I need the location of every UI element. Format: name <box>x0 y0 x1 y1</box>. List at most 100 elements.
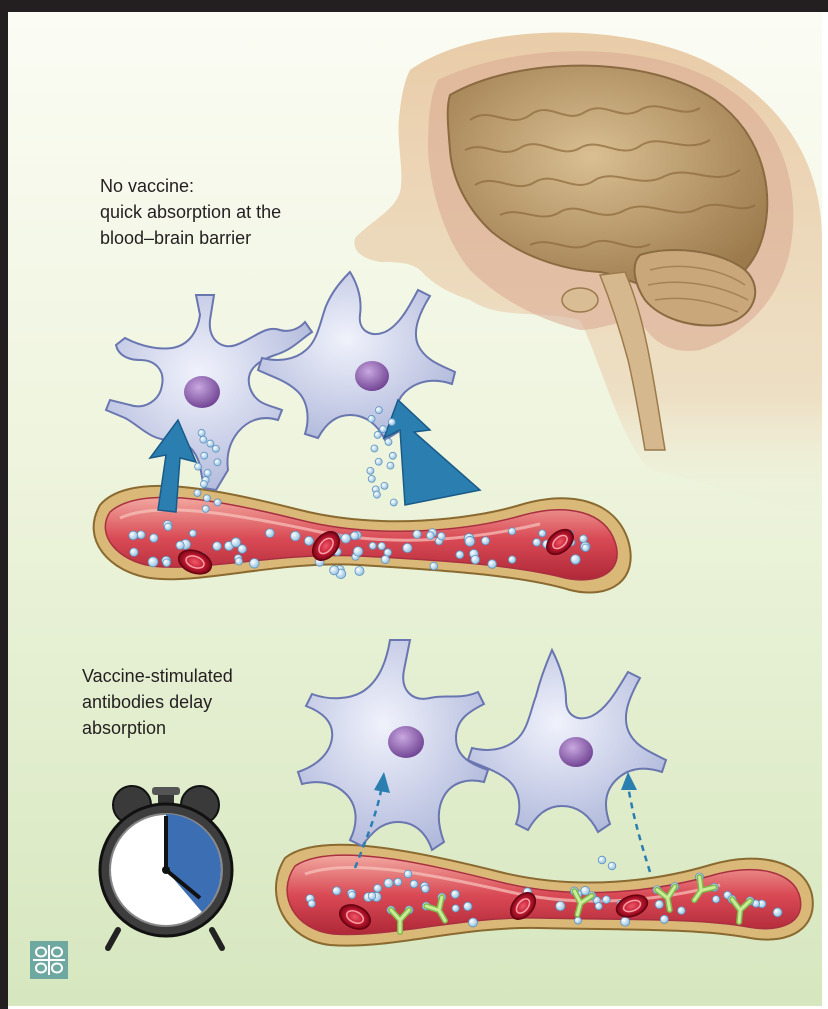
drug-particle <box>204 470 211 477</box>
drug-particle <box>451 890 459 898</box>
drug-particle <box>465 536 475 546</box>
drug-particle <box>378 542 385 549</box>
publisher-logo-icon <box>30 941 68 979</box>
drug-particle <box>348 891 355 898</box>
drug-particle <box>712 896 719 903</box>
drug-particle <box>214 499 221 506</box>
drug-particle <box>369 542 376 549</box>
drug-particle <box>469 918 478 927</box>
drug-particle <box>164 523 172 531</box>
drug-particle <box>539 530 546 537</box>
drug-particle <box>387 462 394 469</box>
drug-particle <box>235 558 242 565</box>
drug-particle <box>602 896 610 904</box>
drug-particle <box>189 530 196 537</box>
drug-particle <box>163 559 171 567</box>
drug-particle <box>212 445 219 452</box>
drug-particle <box>508 556 515 563</box>
drug-particle <box>355 566 364 575</box>
drug-particle <box>655 900 663 908</box>
drug-particle <box>200 436 207 443</box>
drug-particle <box>330 566 339 575</box>
drug-particle <box>580 535 588 543</box>
drug-particle <box>595 903 602 910</box>
drug-particle <box>201 452 208 459</box>
drug-particle <box>660 915 668 923</box>
drug-particle <box>371 445 378 452</box>
drug-particle <box>203 495 210 502</box>
drug-particle <box>608 862 616 870</box>
drug-particle <box>508 528 515 535</box>
drug-particle <box>200 481 207 488</box>
nucleus <box>559 737 593 767</box>
drug-particle <box>333 887 341 895</box>
drug-particle <box>207 440 214 447</box>
drug-particle <box>148 557 158 567</box>
drug-particle <box>571 555 581 565</box>
left-frame-line <box>0 0 8 1009</box>
drug-particle <box>464 902 472 910</box>
drug-particle <box>308 900 315 907</box>
drug-particle <box>481 537 489 545</box>
drug-particle <box>375 407 382 414</box>
drug-particle <box>291 531 301 541</box>
drug-particle <box>250 559 260 569</box>
drug-particle <box>426 532 434 540</box>
drug-particle <box>456 551 464 559</box>
drug-particle <box>773 908 782 917</box>
drug-particle <box>341 534 350 543</box>
drug-particle <box>452 905 459 912</box>
caption-vaccine: Vaccine-stimulated antibodies delay abso… <box>82 663 342 741</box>
drug-particle <box>353 547 363 557</box>
drug-particle <box>394 878 402 886</box>
drug-particle <box>430 562 438 570</box>
drug-particle <box>556 901 565 910</box>
drug-particle <box>202 505 209 512</box>
drug-particle <box>213 542 222 551</box>
drug-particle <box>413 530 421 538</box>
top-frame-line <box>0 0 828 12</box>
drug-particle <box>304 536 313 545</box>
drug-particle <box>678 907 686 915</box>
drug-particle <box>214 459 221 466</box>
drug-particle <box>385 438 392 445</box>
drug-particle <box>574 917 581 924</box>
drug-particle <box>374 431 381 438</box>
drug-particle <box>438 532 446 540</box>
drug-particle <box>374 884 382 892</box>
drug-particle <box>389 452 396 459</box>
drug-particle <box>373 491 380 498</box>
drug-particle <box>176 541 184 549</box>
drug-particle <box>471 555 480 564</box>
drug-particle <box>384 879 393 888</box>
drug-particle <box>150 534 158 542</box>
drug-particle <box>598 856 606 864</box>
drug-particle <box>375 458 382 465</box>
drug-particle <box>410 880 418 888</box>
drug-particle <box>130 548 138 556</box>
drug-particle <box>421 885 429 893</box>
drug-particle <box>198 429 205 436</box>
drug-particle <box>231 538 240 547</box>
caption-no-vaccine: No vaccine: quick absorption at the bloo… <box>100 173 380 251</box>
drug-particle <box>137 531 145 539</box>
nucleus <box>355 361 389 391</box>
drug-particle <box>582 544 589 551</box>
drug-particle <box>368 415 375 422</box>
drug-particle <box>488 560 497 569</box>
drug-particle <box>533 538 541 546</box>
drug-particle <box>195 463 202 470</box>
nucleus <box>388 726 424 758</box>
drug-particle <box>351 532 359 540</box>
drug-particle <box>368 475 375 482</box>
drug-particle <box>404 870 412 878</box>
drug-particle <box>265 529 274 538</box>
drug-particle <box>403 543 412 552</box>
nucleus <box>184 376 220 408</box>
drug-particle <box>367 467 374 474</box>
drug-particle <box>194 489 201 496</box>
drug-particle <box>381 555 389 563</box>
drug-particle <box>380 426 387 433</box>
drug-particle <box>621 917 630 926</box>
